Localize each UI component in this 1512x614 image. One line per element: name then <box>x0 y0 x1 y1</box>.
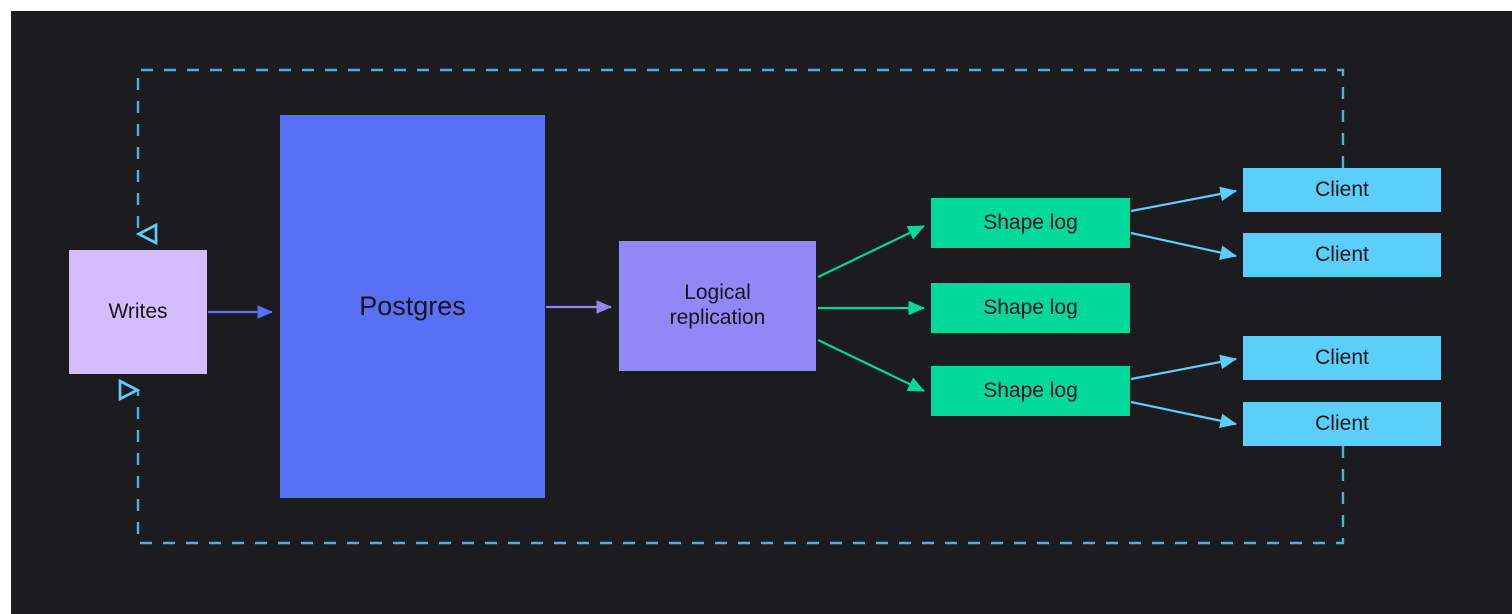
edge-logical-to-shapelog-3 <box>817 339 925 392</box>
edge-logical-to-shapelog-1 <box>817 225 925 278</box>
node-shape-log-1-label: Shape log <box>983 210 1078 234</box>
node-client-4-label: Client <box>1315 411 1369 435</box>
node-client-1-label: Client <box>1315 177 1369 201</box>
node-shape-log-2[interactable]: Shape log <box>931 283 1130 333</box>
node-client-3-label: Client <box>1315 345 1369 369</box>
node-client-2-label: Client <box>1315 242 1369 266</box>
node-client-1[interactable]: Client <box>1243 168 1441 212</box>
node-postgres-label: Postgres <box>359 290 466 321</box>
node-logical-replication[interactable]: Logical replication <box>619 241 816 371</box>
edge-shapelog-3-to-client-3 <box>1130 354 1237 381</box>
node-client-2[interactable]: Client <box>1243 233 1441 277</box>
edge-shapelog-1-to-client-1 <box>1130 186 1237 213</box>
node-shape-log-3-label: Shape log <box>983 378 1078 402</box>
node-shape-log-1[interactable]: Shape log <box>931 198 1130 248</box>
edge-shapelog-3-to-client-4 <box>1130 400 1237 428</box>
edge-client-1-to-writes <box>138 68 1345 234</box>
node-client-4[interactable]: Client <box>1243 402 1441 446</box>
node-writes[interactable]: Writes <box>69 250 207 374</box>
edge-client-4-to-writes <box>138 390 1345 545</box>
node-shape-log-2-label: Shape log <box>983 295 1078 319</box>
node-logical-replication-label: Logical replication <box>669 281 766 329</box>
node-shape-log-3[interactable]: Shape log <box>931 366 1130 416</box>
node-writes-label: Writes <box>108 299 168 323</box>
node-postgres[interactable]: Postgres <box>280 115 545 498</box>
node-client-3[interactable]: Client <box>1243 336 1441 380</box>
edge-shapelog-1-to-client-2 <box>1130 231 1237 260</box>
